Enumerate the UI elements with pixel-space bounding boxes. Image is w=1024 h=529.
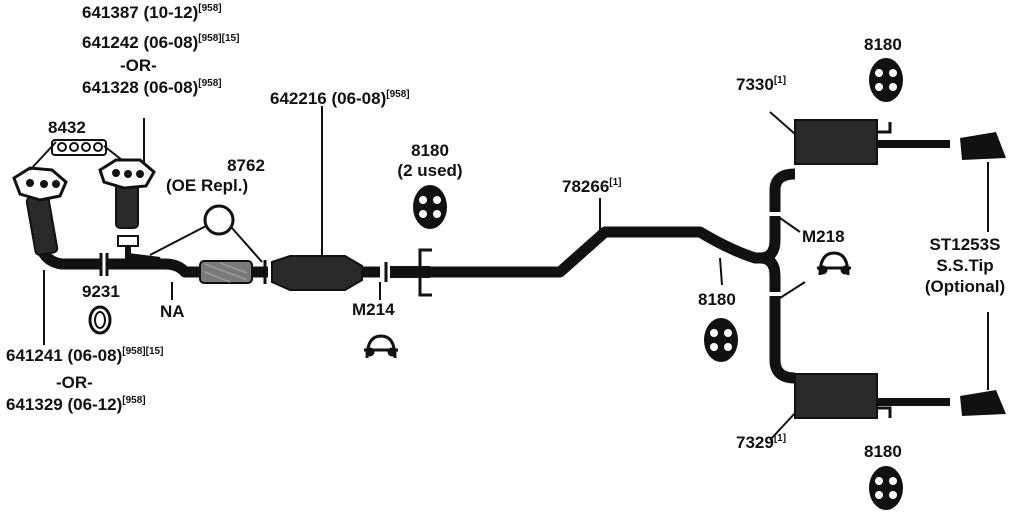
- exhaust-tip-top: [960, 132, 1006, 160]
- part-9231-label: 9231: [82, 282, 120, 301]
- catalytic-converter-642216: [271, 106, 363, 291]
- y-pipe-breaks: [766, 212, 786, 296]
- part-641329-label: 641329 (06-12)[958]: [6, 395, 146, 414]
- part-641242-label: 641242 (06-08)[958][15]: [82, 33, 240, 52]
- y-pointers: [719, 217, 806, 299]
- o2-sensor-8762: [149, 204, 263, 263]
- muffler-7330: [769, 111, 950, 165]
- part-8180-top-label: 8180: [864, 35, 902, 54]
- gasket-pointers: [29, 118, 145, 345]
- gasket-9231: [88, 305, 112, 335]
- part-8180-right-label: 8180: [698, 290, 736, 309]
- part-8762-label: 8762: [227, 156, 265, 175]
- exhaust-tip-bottom: [960, 390, 1006, 416]
- part-78266-label: 78266[1]: [562, 177, 622, 196]
- or-separator-top: -OR-: [120, 56, 157, 75]
- part-8762-note: (OE Repl.): [166, 176, 249, 195]
- part-8432-label: 8432: [48, 118, 86, 137]
- y-pipe: [759, 168, 796, 384]
- tip-code-label: ST1253S: [929, 235, 1001, 254]
- part-8180-mid-label: 8180: [411, 141, 449, 160]
- clamp-m214: [364, 334, 398, 359]
- part-8180-mid-note: (2 used): [397, 161, 463, 180]
- gasket-8432: [51, 139, 107, 156]
- or-separator-bottom: -OR-: [56, 373, 93, 392]
- hanger-8180-top: [869, 58, 903, 102]
- tip-name-label: S.S.Tip: [936, 256, 994, 275]
- clamp-m218: [817, 251, 851, 276]
- hanger-8180-mid: [413, 185, 447, 229]
- hanger-8180-right: [704, 318, 738, 362]
- part-641241-label: 641241 (06-08)[958][15]: [6, 346, 164, 365]
- hanger-8180-bottom: [869, 466, 903, 510]
- part-7329-label: 7329[1]: [736, 433, 787, 452]
- part-m214-label: M214: [352, 300, 395, 319]
- right-catalytic-converter: [98, 158, 161, 263]
- part-8180-bottom-label: 8180: [864, 442, 902, 461]
- part-na-label: NA: [160, 302, 185, 321]
- part-7330-label: 7330[1]: [736, 75, 787, 94]
- part-641328-label: 641328 (06-08)[958]: [82, 78, 222, 97]
- part-642216-label: 642216 (06-08)[958]: [270, 89, 410, 108]
- part-m218-label: M218: [802, 227, 845, 246]
- flange-joint: [390, 266, 430, 278]
- muffler-7329: [769, 373, 950, 441]
- part-641387-label: 641387 (10-12)[958]: [82, 3, 222, 22]
- left-catalytic-converter: [12, 166, 68, 256]
- flex-pipe: [199, 260, 253, 284]
- tip-note-label: (Optional): [924, 277, 1006, 296]
